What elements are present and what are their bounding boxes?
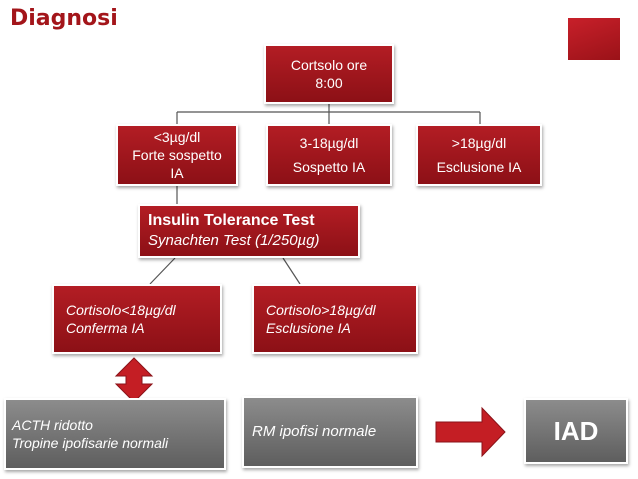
- node-mid-line2: Sospetto IA: [292, 159, 366, 175]
- node-low-line1: <3µg/dl: [153, 129, 201, 145]
- node-high-cortisol: >18µg/dl Esclusione IA: [416, 124, 542, 186]
- node-high-line1: >18µg/dl: [451, 135, 507, 151]
- node-confirm-line2: Conferma IA: [66, 320, 145, 336]
- double-arrow-icon: [114, 357, 154, 403]
- node-confirm-ia: Cortisolo<18µg/dl Conferma IA: [52, 284, 222, 354]
- node-root-line2: 8:00: [315, 75, 343, 91]
- node-acth-reduced: ACTH ridotto Tropine ipofisarie normali: [4, 398, 226, 470]
- node-iad-label: IAD: [553, 416, 599, 446]
- node-stimulation-tests: Insulin Tolerance Test Synachten Test (1…: [138, 204, 360, 258]
- node-test-line2: Synachten Test (1/250µg): [148, 232, 320, 249]
- node-mri-normal: RM ipofisi normale: [242, 396, 418, 468]
- node-confirm-line1: Cortisolo<18µg/dl: [66, 302, 176, 318]
- node-exclude-line2: Esclusione IA: [266, 320, 351, 336]
- node-high-line2: Esclusione IA: [436, 159, 522, 175]
- node-rm-line1: RM ipofisi normale: [252, 423, 377, 440]
- right-arrow-icon: [435, 406, 506, 458]
- node-low-cortisol: <3µg/dl Forte sospetto IA: [116, 124, 238, 186]
- slide-title: Diagnosi: [10, 6, 118, 31]
- node-low-line3: IA: [170, 165, 184, 181]
- node-mid-cortisol: 3-18µg/dl Sospetto IA: [266, 124, 392, 186]
- node-mid-line1: 3-18µg/dl: [299, 135, 359, 151]
- node-exclude-line1: Cortisolo>18µg/dl: [266, 302, 376, 318]
- node-test-line1: Insulin Tolerance Test: [148, 212, 315, 229]
- decorative-red-square: [568, 18, 620, 60]
- node-cortisol-8am: Cortsolo ore 8:00: [264, 44, 394, 104]
- node-iad: IAD: [524, 398, 628, 464]
- node-acth-line1: ACTH ridotto: [12, 417, 93, 433]
- node-acth-line2: Tropine ipofisarie normali: [12, 435, 169, 451]
- node-exclude-ia: Cortisolo>18µg/dl Esclusione IA: [252, 284, 418, 354]
- node-low-line2: Forte sospetto: [132, 147, 222, 163]
- node-root-line1: Cortsolo ore: [290, 57, 368, 73]
